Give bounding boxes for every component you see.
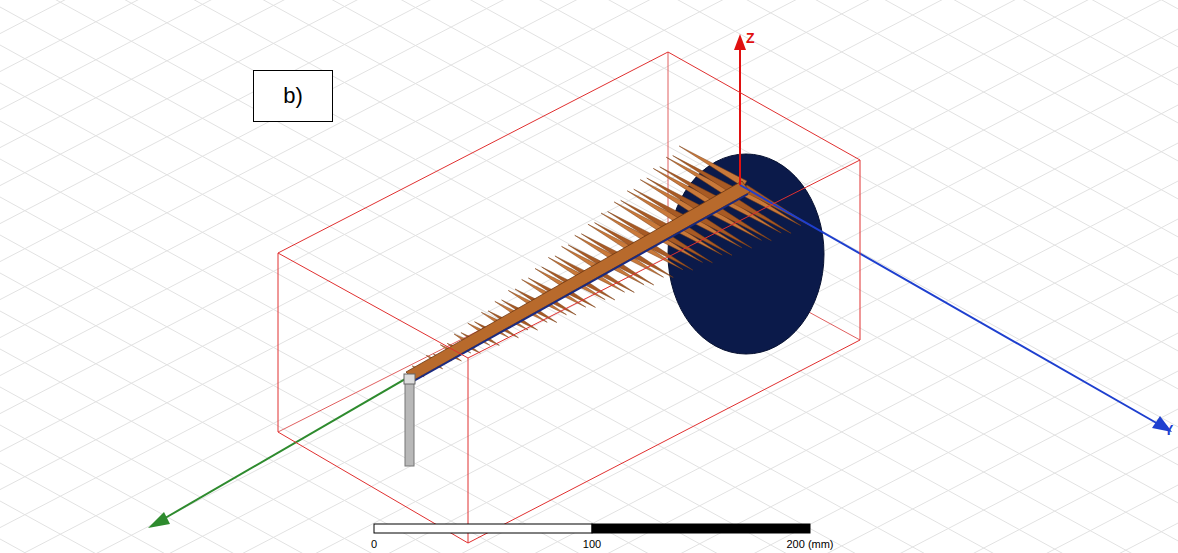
- grid-line: [0, 170, 1178, 553]
- grid-line: [0, 72, 1178, 553]
- grid-line: [0, 474, 1178, 553]
- antenna-boom: [406, 181, 750, 380]
- grid-line: [0, 338, 1178, 553]
- grid-line: [0, 0, 1178, 515]
- grid-line: [0, 490, 1178, 553]
- grid-line: [0, 0, 1178, 196]
- grid-line: [0, 0, 1178, 272]
- grid-line: [0, 34, 1178, 553]
- grid-line: [0, 0, 1178, 173]
- feed-post: [405, 380, 414, 466]
- grid-line: [0, 0, 1178, 59]
- grid-line: [0, 18, 1178, 553]
- grid-line: [0, 0, 1178, 158]
- grid-line: [0, 0, 1178, 310]
- y-axis: [740, 185, 1160, 425]
- grid-line: [0, 0, 1178, 249]
- grid-line: [0, 56, 1178, 553]
- panel-label-box: b): [253, 70, 333, 122]
- grid-line: [0, 110, 1178, 553]
- grid-line: [0, 0, 1178, 287]
- grid-line: [0, 452, 1178, 553]
- grid-line: [0, 186, 1178, 553]
- grid-line: [0, 0, 1178, 401]
- x-axis-head: [148, 512, 170, 528]
- panel-label: b): [283, 83, 303, 109]
- grid-line: [0, 0, 1178, 363]
- scale-label: 0: [371, 538, 377, 550]
- grid-line: [0, 0, 1178, 386]
- log-periodic-antenna: [405, 146, 811, 382]
- grid-line: [0, 94, 1178, 553]
- dipole-element: [627, 191, 681, 224]
- grid-line: [0, 300, 1178, 553]
- z-axis-head: [734, 34, 746, 50]
- grid-line: [0, 360, 1178, 553]
- grid-line: [0, 398, 1178, 553]
- scale-label: 200 (mm): [786, 538, 833, 550]
- grid-line: [0, 0, 1178, 348]
- grid-line: [0, 512, 1178, 553]
- grid-line: [0, 0, 1178, 424]
- grid-line: [0, 0, 1178, 538]
- grid-line: [0, 246, 1178, 553]
- scale-bar-white: [374, 524, 592, 533]
- grid-line: [0, 376, 1178, 553]
- boom-lower-conductor: [412, 194, 748, 382]
- grid-line: [0, 550, 1178, 553]
- grid-line: [0, 284, 1178, 553]
- scale-bar-black: [592, 524, 810, 533]
- dipole-element: [679, 146, 747, 187]
- grid-line: [0, 262, 1178, 553]
- grid-line: [0, 414, 1178, 553]
- grid-line: [0, 0, 1178, 462]
- scale-label: 100: [583, 538, 601, 550]
- grid-line: [0, 436, 1178, 553]
- bounding-box: [278, 52, 860, 543]
- axis-label: Y: [1164, 422, 1173, 438]
- feed-connector: [404, 374, 415, 384]
- grid-line: [0, 322, 1178, 553]
- grid-line: [0, 132, 1178, 553]
- grid-line: [0, 0, 1178, 6]
- axis-label: Z: [746, 30, 755, 46]
- grid-line: [0, 0, 1178, 120]
- grid-line: [0, 0, 1178, 135]
- z-axis: [739, 48, 741, 185]
- grid-line: [0, 0, 1178, 234]
- bounding-box-back: [278, 52, 860, 432]
- grid-line: [0, 148, 1178, 553]
- dipole-element: [666, 157, 730, 196]
